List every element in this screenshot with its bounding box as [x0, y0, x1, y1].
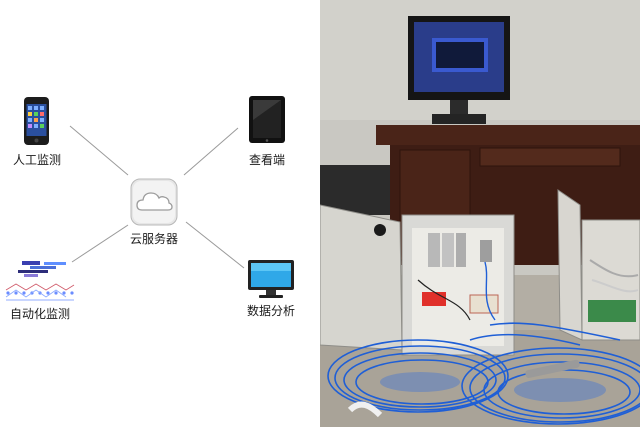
- diagram-canvas: [5, 96, 294, 301]
- node-label-viewer: 查看端: [248, 153, 286, 167]
- node-label-analysis: 数据分析: [246, 304, 296, 318]
- printer: [320, 165, 390, 215]
- photo-canvas: [319, 0, 640, 427]
- cloud-icon: [130, 178, 178, 226]
- connector-viewer: [183, 127, 239, 176]
- monitoring-equipment-photo: [319, 0, 640, 427]
- blue-cable-coils: [327, 322, 640, 425]
- smartphone-icon: [24, 97, 49, 145]
- control-box-right: [557, 189, 640, 341]
- node-label-auto: 自动化监测: [9, 307, 71, 321]
- sensor-network-icon: [5, 261, 75, 301]
- system-diagram: 人工监测 查看端 云服务器 自动化监测 数据分析: [0, 0, 320, 427]
- connector-analysis: [185, 221, 245, 269]
- connector-manual: [69, 125, 129, 176]
- control-box-left: [319, 204, 515, 356]
- desk-monitor: [408, 16, 510, 124]
- node-label-center: 云服务器: [129, 232, 179, 246]
- monitor-icon: [248, 260, 294, 298]
- node-label-manual: 人工监测: [12, 153, 62, 167]
- cable-coil-core: [347, 359, 606, 418]
- connector-auto: [71, 224, 129, 263]
- tablet-icon: [249, 96, 285, 143]
